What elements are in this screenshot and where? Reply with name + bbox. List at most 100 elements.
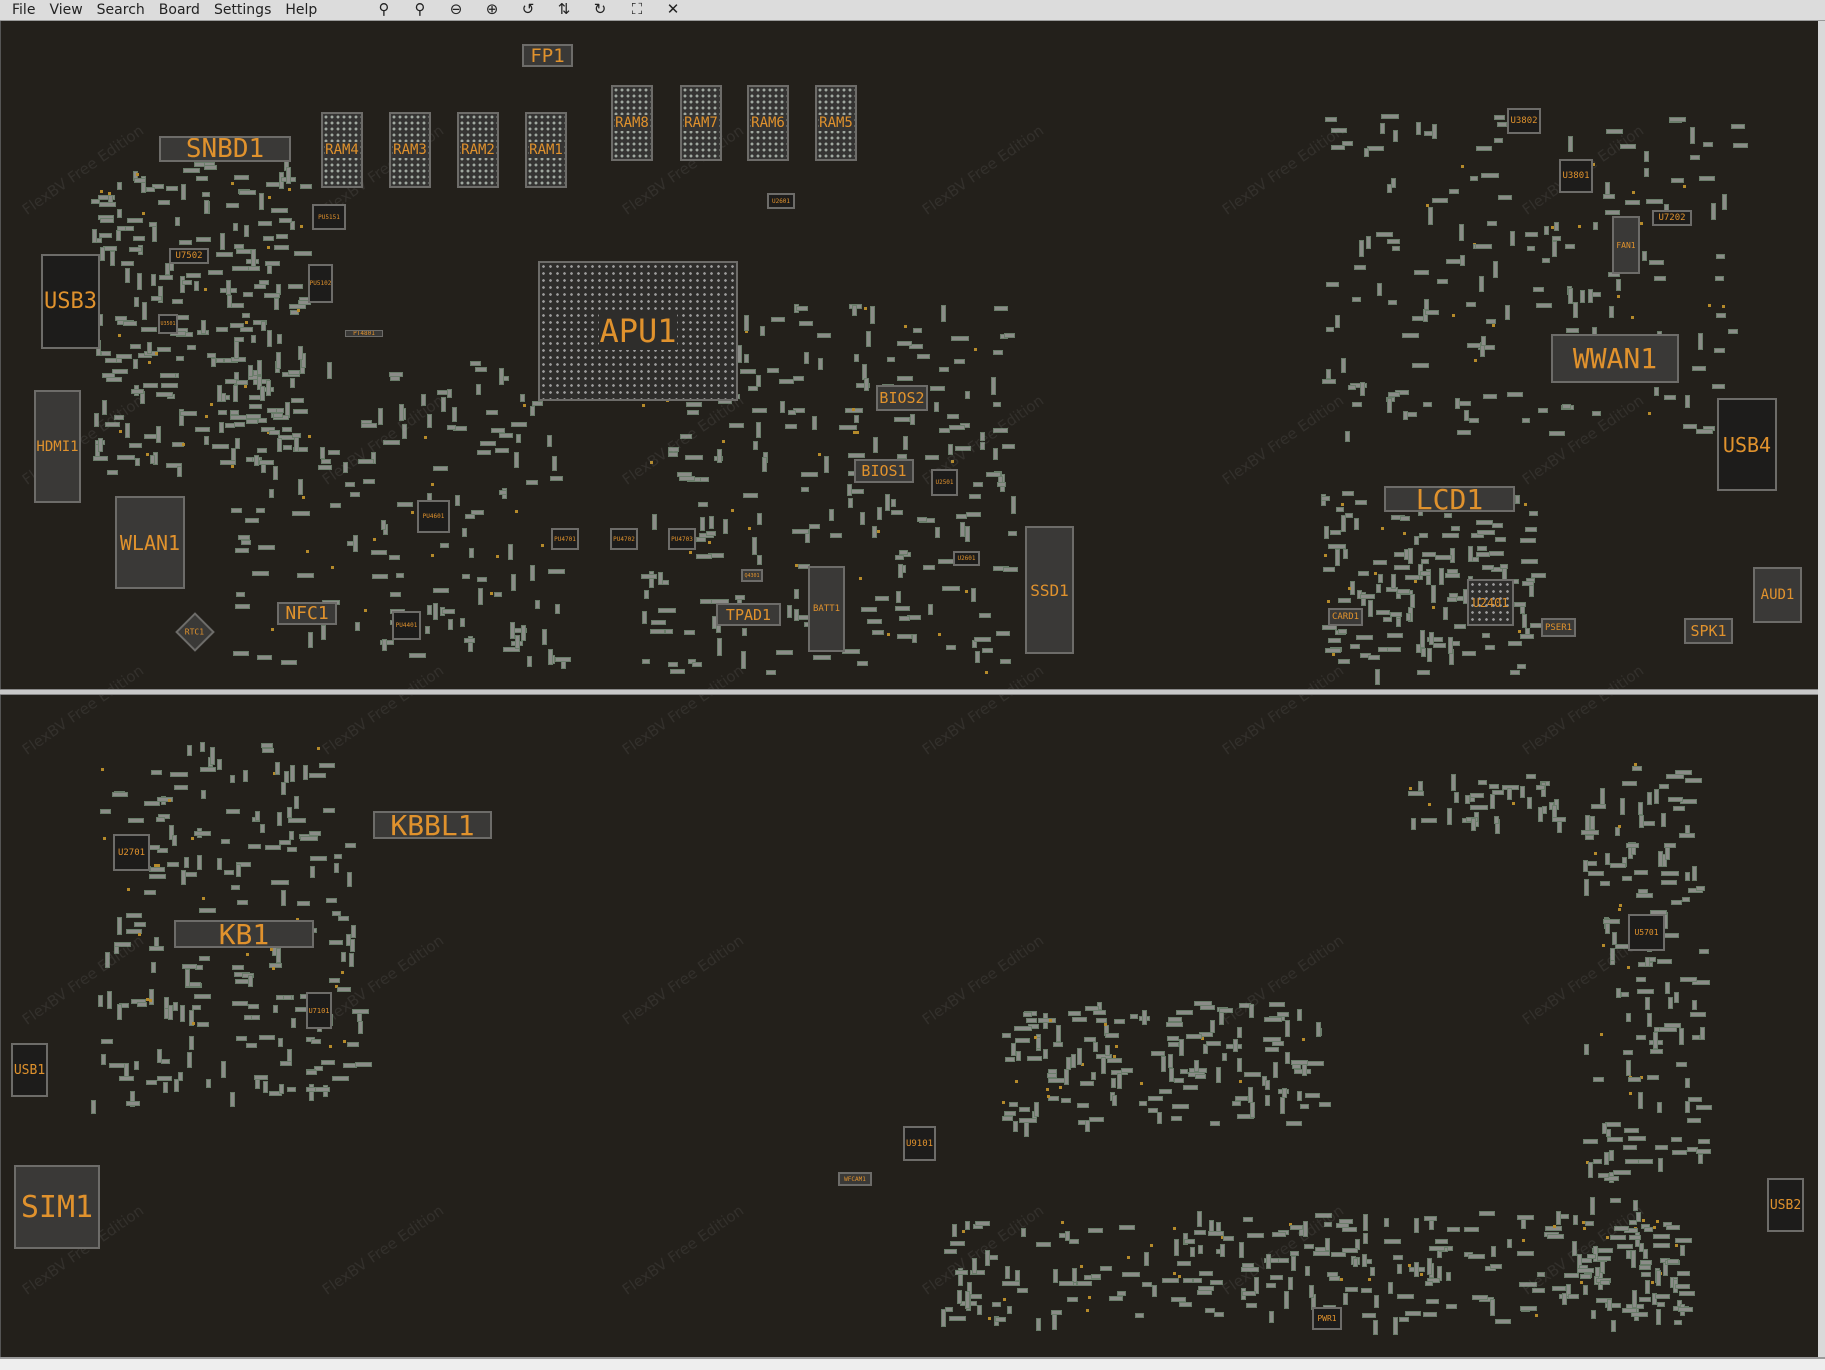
component-ram6[interactable]: RAM6 (747, 85, 789, 161)
component-u7202[interactable]: U7202 (1652, 210, 1692, 226)
component-u3802[interactable]: U3802 (1507, 108, 1541, 134)
passive-component (759, 326, 765, 336)
component-apu1[interactable]: APU1 (538, 261, 738, 401)
zoom-out-magnifier-icon[interactable]: ⚲ (378, 0, 390, 18)
close-icon[interactable]: ✕ (666, 0, 680, 18)
component-nfc1[interactable]: NFC1 (277, 602, 337, 625)
component-u3501[interactable]: U3501 (158, 314, 178, 334)
component-snbd1[interactable]: SNBD1 (159, 136, 291, 162)
component-pu4703[interactable]: PU4703 (668, 528, 696, 550)
zoom-in-magnifier-icon[interactable]: ⚲ (414, 0, 426, 18)
component-ram4[interactable]: RAM4 (321, 112, 363, 188)
component-kbbl1[interactable]: KBBL1 (373, 811, 492, 839)
passive-component (100, 217, 115, 223)
component-spk1[interactable]: SPK1 (1684, 618, 1733, 644)
component-ram5[interactable]: RAM5 (815, 85, 857, 161)
zoom-in-circle-icon[interactable]: ⊕ (485, 0, 499, 18)
component-u7101[interactable]: U7101 (306, 992, 332, 1029)
passive-component (1563, 1272, 1580, 1278)
passive-component (1141, 1009, 1147, 1026)
component-usb1[interactable]: USB1 (11, 1043, 48, 1097)
component-pu5151[interactable]: PU5151 (312, 204, 346, 230)
passive-component (100, 808, 112, 814)
component-pt4801[interactable]: PT4801 (345, 330, 383, 337)
passive-component (1148, 1096, 1164, 1102)
component-pwr1[interactable]: PWR1 (1312, 1307, 1342, 1330)
component-u7502[interactable]: U7502 (169, 248, 209, 264)
component-pu4601[interactable]: PU4601 (417, 500, 450, 533)
menu-board[interactable]: Board (158, 2, 200, 18)
component-pu4401[interactable]: PU4401 (392, 611, 421, 640)
rotate-cw-icon[interactable]: ↻ (593, 0, 607, 18)
passive-component (411, 510, 415, 514)
component-usb3[interactable]: USB3 (41, 254, 100, 349)
component-u2501[interactable]: U2501 (931, 469, 958, 496)
component-pu4702[interactable]: PU4702 (610, 528, 638, 550)
menu-help[interactable]: Help (285, 2, 318, 18)
component-ram1[interactable]: RAM1 (525, 112, 567, 188)
component-aud1[interactable]: AUD1 (1753, 567, 1802, 623)
fit-view-icon[interactable]: ⛶ (631, 0, 643, 18)
passive-component (280, 890, 286, 906)
component-u2601[interactable]: U2601 (953, 551, 980, 566)
menu-search[interactable]: Search (96, 2, 145, 18)
component-wlan1[interactable]: WLAN1 (115, 496, 185, 589)
passive-component (1604, 1175, 1619, 1181)
passive-component (972, 482, 984, 488)
board-side-divider[interactable] (0, 689, 1818, 695)
passive-component (203, 165, 218, 171)
component-ram3[interactable]: RAM3 (389, 112, 431, 188)
passive-component (1633, 870, 1649, 876)
component-pser1[interactable]: PSER1 (1541, 618, 1576, 637)
component-card1[interactable]: CARD1 (1328, 608, 1363, 626)
component-ram7[interactable]: RAM7 (680, 85, 722, 161)
component-hdmi1[interactable]: HDMI1 (34, 390, 81, 503)
passive-component (1088, 1228, 1103, 1234)
component-tpad1[interactable]: TPAD1 (716, 603, 781, 626)
passive-component (1085, 1006, 1099, 1012)
component-pu5102[interactable]: PU5102 (308, 264, 333, 303)
menu-settings[interactable]: Settings (213, 2, 272, 18)
menu-view[interactable]: View (49, 2, 83, 18)
component-bios2[interactable]: BIOS2 (876, 385, 928, 411)
passive-component (1341, 1248, 1358, 1254)
zoom-out-circle-icon[interactable]: ⊖ (449, 0, 463, 18)
passive-component (721, 440, 725, 444)
component-ram8[interactable]: RAM8 (611, 85, 653, 161)
component-wfcam1[interactable]: WFCAM1 (838, 1172, 872, 1186)
passive-component (469, 361, 482, 367)
component-u3801[interactable]: U3801 (1559, 159, 1593, 193)
passive-component (117, 1003, 123, 1020)
component-fp1[interactable]: FP1 (522, 44, 573, 67)
passive-component (155, 426, 161, 444)
passive-component (1207, 1231, 1225, 1237)
component-ssd1[interactable]: SSD1 (1025, 526, 1074, 654)
component-wwan1[interactable]: WWAN1 (1551, 334, 1679, 383)
component-rtc1[interactable]: RTC1 (175, 612, 215, 652)
vertical-scrollbar[interactable] (1818, 21, 1825, 1357)
component-ram2[interactable]: RAM2 (457, 112, 499, 188)
component-u9101[interactable]: U9101 (903, 1126, 936, 1161)
menu-file[interactable]: File (12, 2, 36, 18)
component-label: PU5151 (318, 213, 340, 221)
rotate-ccw-icon[interactable]: ↺ (521, 0, 535, 18)
passive-component (1005, 1266, 1011, 1280)
component-sim1[interactable]: SIM1 (14, 1165, 100, 1249)
component-q4301[interactable]: Q4301 (741, 569, 763, 582)
component-kb1[interactable]: KB1 (174, 920, 314, 948)
component-pu4701[interactable]: PU4701 (551, 528, 579, 550)
component-lcd1[interactable]: LCD1 (1384, 486, 1515, 512)
component-u2701[interactable]: U2701 (113, 834, 150, 871)
flip-icon[interactable]: ⇅ (557, 0, 571, 18)
passive-component (1130, 1013, 1139, 1019)
component-bios1[interactable]: BIOS1 (854, 459, 914, 483)
component-u2601-top[interactable]: U2601 (767, 193, 795, 209)
component-fan1[interactable]: FAN1 (1612, 216, 1640, 274)
component-batt1[interactable]: BATT1 (808, 566, 845, 652)
passive-component (1586, 860, 1598, 866)
passive-component (1116, 1290, 1127, 1296)
component-u5701[interactable]: U5701 (1628, 914, 1665, 951)
component-usb2[interactable]: USB2 (1767, 1178, 1804, 1232)
component-usb4[interactable]: USB4 (1717, 398, 1777, 491)
component-u2401[interactable]: U2401 (1467, 579, 1514, 626)
